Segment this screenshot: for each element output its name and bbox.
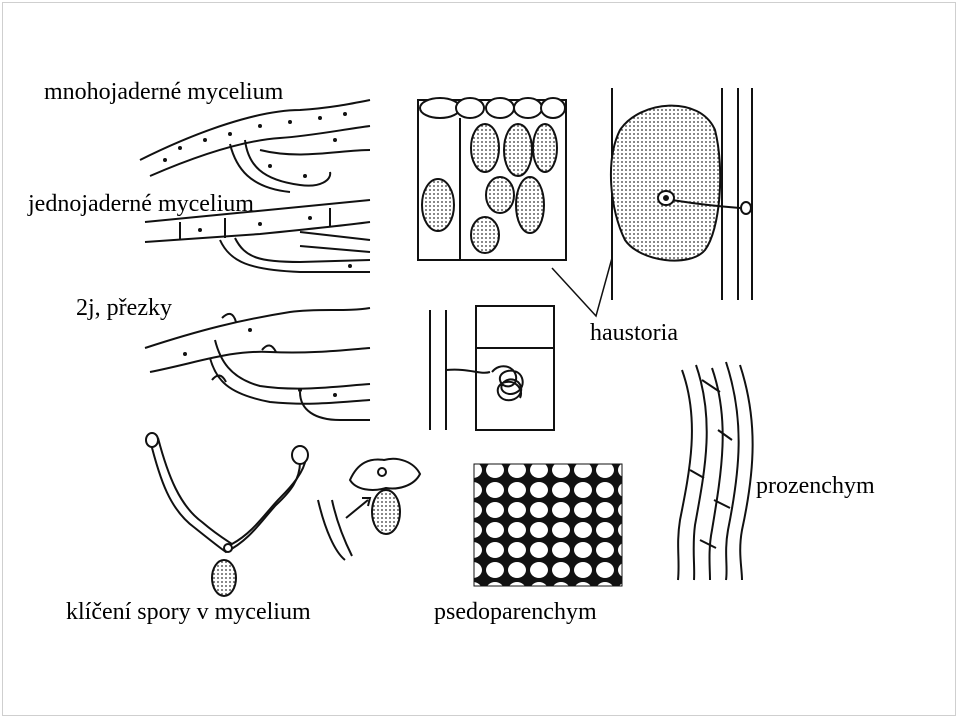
label-haustoria: haustoria bbox=[590, 320, 678, 346]
label-uninuclear-mycelium: jednojaderné mycelium bbox=[28, 191, 254, 217]
prosenchyma-drawing bbox=[677, 361, 754, 581]
clamp-connections-drawing bbox=[144, 307, 371, 421]
haustoria-pointer-lines bbox=[551, 257, 613, 318]
label-multinuclear-mycelium: mnohojaderné mycelium bbox=[44, 79, 284, 105]
label-spore-germination: klíčení spory v mycelium bbox=[66, 599, 311, 625]
multinuclear-mycelium-drawing bbox=[139, 99, 371, 193]
label-prosenchyma: prozenchym bbox=[756, 473, 875, 499]
spore-germination-drawing bbox=[145, 432, 422, 597]
haustoria-cells-drawing bbox=[417, 97, 567, 261]
pseudoparenchyma-drawing bbox=[473, 463, 623, 587]
haustorium-coiled-drawing bbox=[429, 305, 555, 431]
label-clamp-connections: 2j, přezky bbox=[76, 295, 172, 321]
uninuclear-mycelium-drawing bbox=[144, 199, 371, 273]
label-pseudoparenchyma: psedoparenchym bbox=[434, 599, 597, 625]
haustorium-large-drawing bbox=[610, 88, 753, 300]
